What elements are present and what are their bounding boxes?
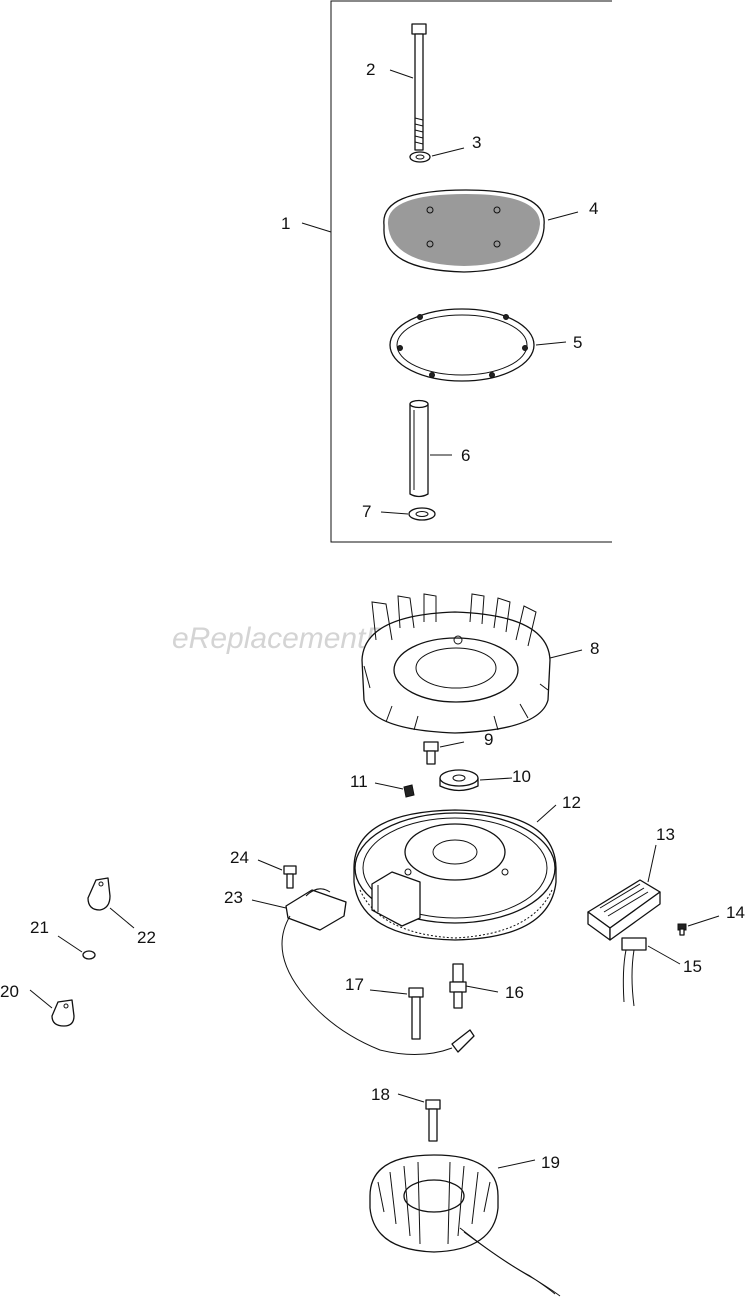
callout-6: 6 [461, 446, 470, 465]
part-spark-plug[interactable] [449, 963, 467, 1009]
callout-13: 13 [656, 825, 675, 844]
part-washer-flat[interactable] [408, 507, 436, 521]
callout-8: 8 [590, 639, 599, 658]
callout-2: 2 [366, 60, 375, 79]
callout-7: 7 [362, 502, 371, 521]
part-washer-small[interactable] [409, 151, 431, 163]
callout-5: 5 [573, 333, 582, 352]
callout-19: 19 [541, 1153, 560, 1172]
part-bolt-stator[interactable] [425, 1099, 441, 1142]
callout-12: 12 [562, 793, 581, 812]
callout-4: 4 [589, 199, 598, 218]
callout-15: 15 [683, 957, 702, 976]
part-tube[interactable] [409, 399, 429, 498]
part-bolt-small[interactable] [423, 741, 439, 765]
part-washer-clamp[interactable] [82, 950, 96, 960]
part-rectifier-regulator[interactable] [587, 879, 661, 941]
callout-22: 22 [137, 928, 156, 947]
callout-20: 20 [0, 982, 19, 1001]
callout-14: 14 [726, 903, 745, 922]
callout-labels: 1 2 3 4 5 6 7 8 9 10 11 12 13 14 15 16 1… [0, 60, 745, 1172]
part-wire-connector[interactable] [621, 937, 647, 1007]
part-wire-clamp-lower[interactable] [51, 999, 75, 1027]
part-wire-clamp-upper[interactable] [87, 877, 111, 911]
kit-bracket [330, 0, 612, 543]
callout-10: 10 [512, 767, 531, 786]
callout-16: 16 [505, 983, 524, 1002]
part-stator[interactable] [369, 1154, 561, 1297]
part-bolt-long[interactable] [411, 23, 427, 151]
callout-17: 17 [345, 975, 364, 994]
callout-11: 11 [350, 772, 368, 791]
callout-24: 24 [230, 848, 249, 867]
callout-21: 21 [30, 918, 49, 937]
part-woodruff-key[interactable] [403, 784, 415, 798]
part-screw-module[interactable] [283, 865, 297, 889]
callout-9: 9 [484, 730, 493, 749]
part-ignition-module[interactable] [281, 888, 475, 1056]
part-cooling-fan[interactable] [361, 593, 551, 734]
callout-18: 18 [371, 1085, 390, 1104]
part-screw-small[interactable] [677, 923, 687, 936]
part-screen-disc[interactable] [383, 189, 545, 273]
callout-3: 3 [472, 133, 481, 152]
part-gasket-ring[interactable] [389, 308, 535, 382]
part-spacer-washer[interactable] [439, 769, 479, 792]
leader-lines [29, 69, 720, 1169]
callout-23: 23 [224, 888, 243, 907]
callout-1: 1 [281, 214, 290, 233]
part-bolt-medium[interactable] [408, 987, 424, 1040]
part-flywheel[interactable] [353, 809, 557, 941]
